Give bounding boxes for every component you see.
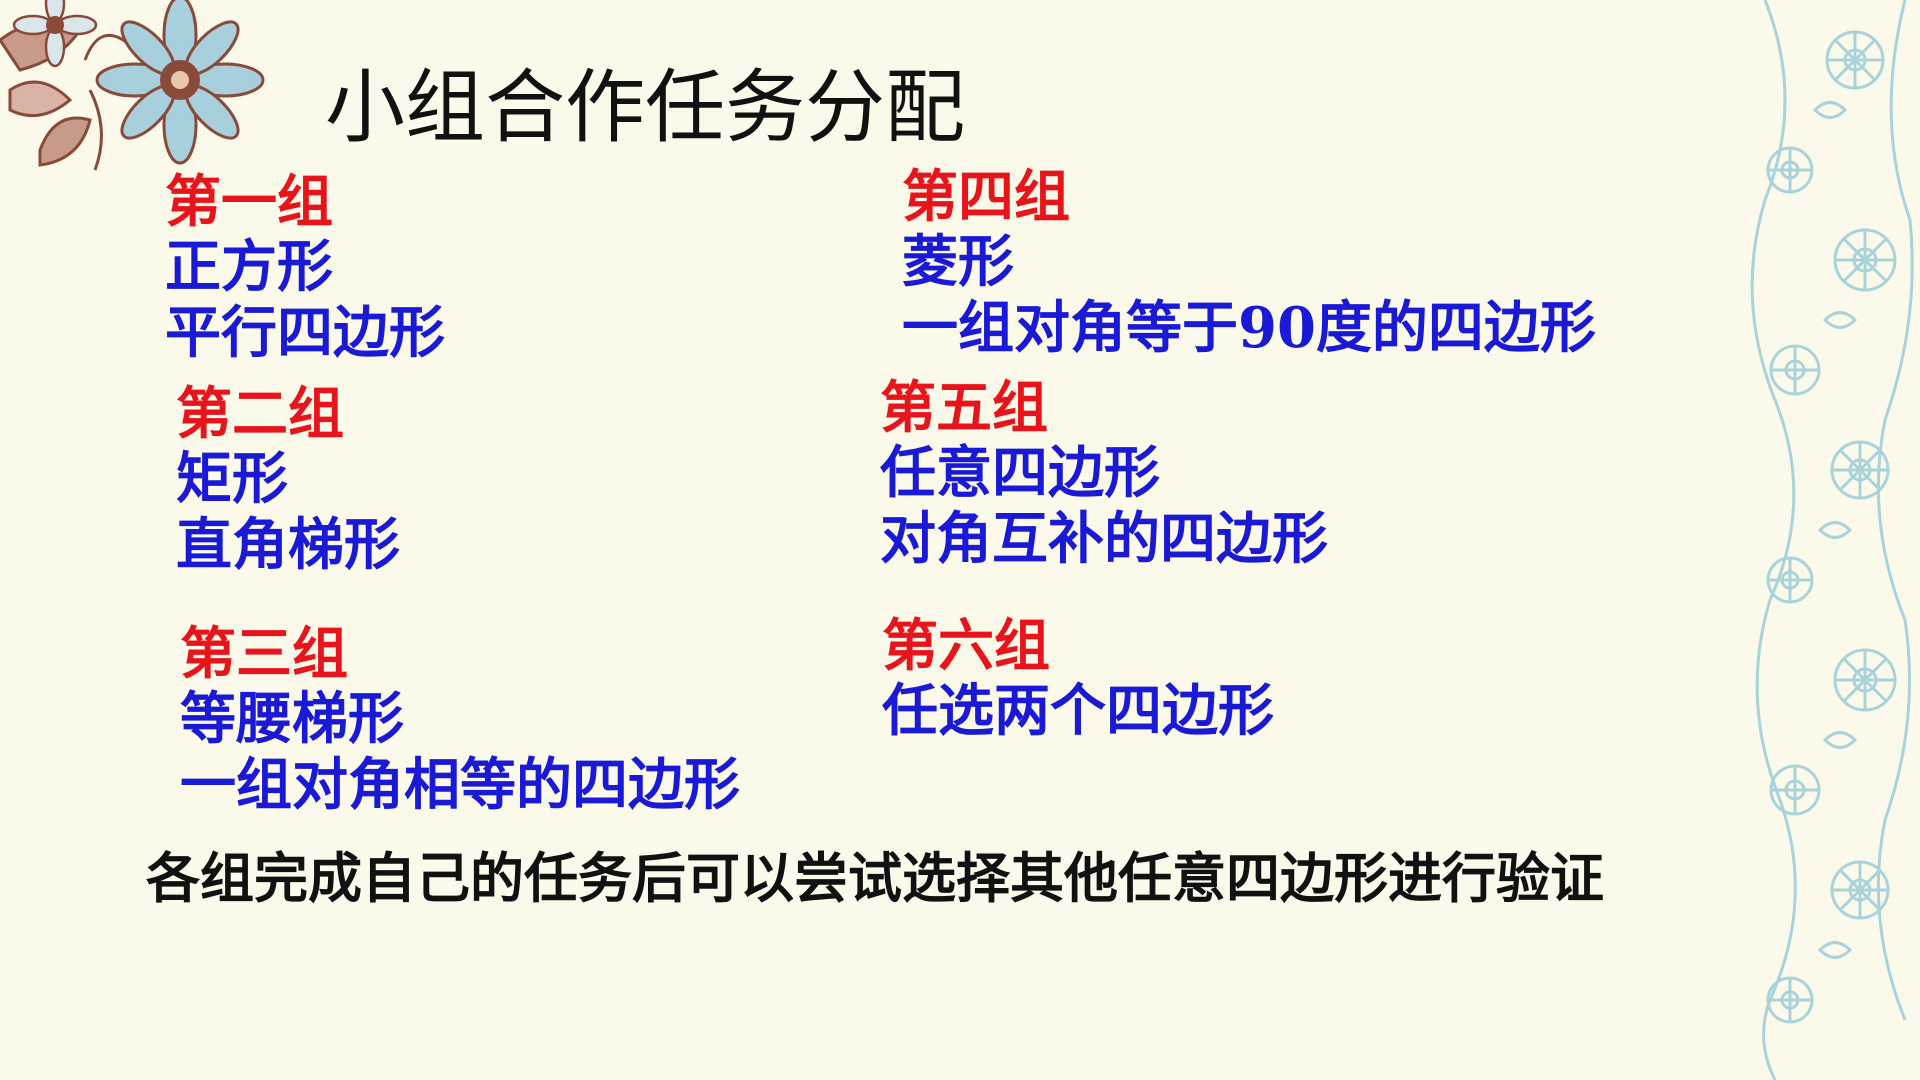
group-5-shape-2: 对角互补的四边形 [880,506,1328,572]
group-3-name: 第三组 [180,621,348,687]
group-4-shape-2: 一组对角等于90度的四边形 [902,295,1596,361]
group-3-shape-2: 一组对角相等的四边形 [180,752,740,818]
slide-title: 小组合作任务分配 [325,61,965,154]
group-5-shape-1: 任意四边形 [880,440,1160,506]
group-2: 第二组 矩形 直角梯形 [176,382,400,578]
group-4-shape-1: 菱形 [902,229,1014,295]
instruction-text: 各组完成自己的任务后可以尝试选择其他任意四边形进行验证 [146,846,1604,910]
group-4: 第四组 菱形 一组对角等于90度的四边形 [902,165,1596,361]
group-5: 第五组 任意四边形 对角互补的四边形 [880,376,1328,572]
group-2-shape-1: 矩形 [176,446,288,512]
group-3-shape-1: 等腰梯形 [180,686,404,752]
group-6-name: 第六组 [882,613,1050,679]
group-2-shape-2: 直角梯形 [176,512,400,578]
floral-border-decoration-icon [1745,0,1920,1080]
group-1-shape-2: 平行四边形 [165,300,445,366]
group-5-name: 第五组 [880,375,1048,441]
group-1-shape-1: 正方形 [165,234,333,300]
group-6: 第六组 任选两个四边形 [882,614,1274,744]
group-3: 第三组 等腰梯形 一组对角相等的四边形 [180,622,740,818]
group-4-name: 第四组 [902,164,1070,230]
flower-corner-decoration-icon [0,0,265,171]
group-6-shape-1: 任选两个四边形 [882,678,1274,744]
group-1: 第一组 正方形 平行四边形 [165,170,445,366]
group-2-name: 第二组 [176,381,344,447]
group-1-name: 第一组 [165,169,333,235]
